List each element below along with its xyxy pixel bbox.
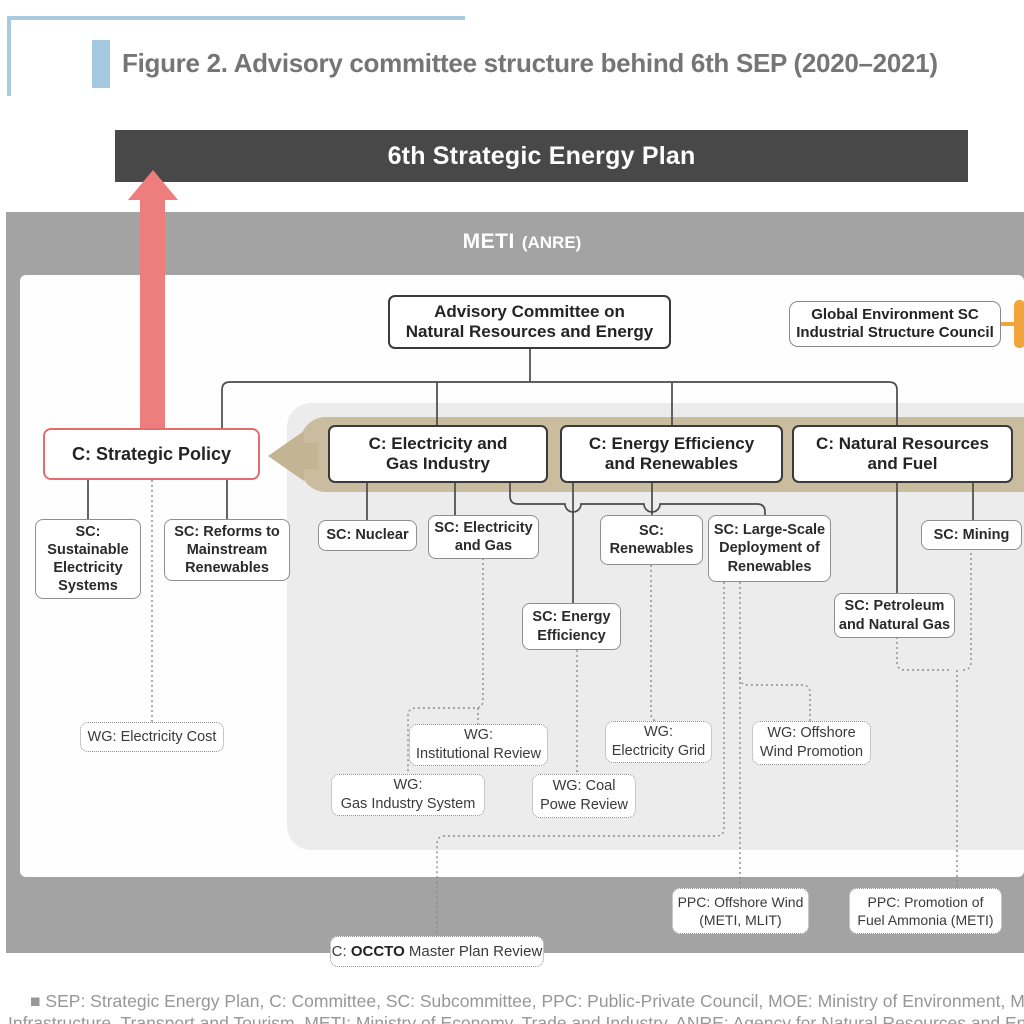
node-wg-gas-industry-system: WG: Gas Industry System (331, 774, 485, 816)
node-sc-large-scale-deployment: SC: Large-Scale Deployment of Renewables (708, 515, 831, 582)
occto-bold: OCCTO (350, 943, 405, 960)
node-sc-sustainable-electricity: SC: Sustainable Electricity Systems (35, 519, 141, 599)
node-global-environment-sc: Global Environment SC Industrial Structu… (789, 301, 1001, 347)
meti-agency: (ANRE) (521, 233, 582, 252)
node-c-strategic-policy: C: Strategic Policy (43, 428, 260, 480)
node-c-electricity-gas-industry: C: Electricity and Gas Industry (328, 425, 548, 483)
occto-prefix: C: (331, 943, 351, 960)
left-arrow-icon (268, 431, 304, 481)
sep-banner: 6th Strategic Energy Plan (115, 130, 968, 182)
node-c-natural-resources-fuel: C: Natural Resources and Fuel (792, 425, 1013, 483)
node-ppc-offshore-wind: PPC: Offshore Wind (METI, MLIT) (672, 888, 809, 934)
node-sc-nuclear: SC: Nuclear (318, 520, 417, 551)
node-wg-institutional-review: WG: Institutional Review (409, 724, 548, 766)
left-arrow-tail (302, 443, 318, 469)
node-wg-coal-power-review: WG: Coal Powe Review (532, 774, 636, 818)
title-accent-bar (92, 40, 110, 88)
node-c-energy-efficiency-renewables: C: Energy Efficiency and Renewables (560, 425, 783, 483)
node-sc-mining: SC: Mining (921, 520, 1022, 550)
legend-line-2: Infrastructure, Transport and Tourism, M… (8, 1013, 1024, 1024)
corner-frame-left (7, 16, 11, 96)
node-sc-reforms-renewables: SC: Reforms to Mainstream Renewables (164, 519, 290, 581)
corner-frame-top (7, 16, 465, 20)
node-sc-renewables: SC: Renewables (600, 515, 703, 565)
up-arrow-icon (128, 170, 178, 200)
node-sc-energy-efficiency: SC: Energy Efficiency (522, 603, 621, 650)
up-arrow-shaft (140, 198, 165, 429)
orange-connector-bar (1014, 300, 1024, 348)
figure-title: Figure 2. Advisory committee structure b… (122, 48, 938, 78)
node-wg-electricity-grid: WG: Electricity Grid (605, 721, 712, 763)
meti-name: METI (462, 230, 515, 253)
occto-suffix: Master Plan Review (404, 943, 543, 960)
orange-connector-line (1000, 322, 1017, 326)
legend-line-1: ■ SEP: Strategic Energy Plan, C: Committ… (30, 991, 1024, 1011)
node-wg-offshore-wind-promotion: WG: Offshore Wind Promotion (752, 721, 871, 765)
node-sc-electricity-gas: SC: Electricity and Gas (428, 515, 539, 559)
node-sc-petroleum-natural-gas: SC: Petroleum and Natural Gas (834, 593, 955, 638)
node-c-occto-master-plan: C: OCCTO Master Plan Review (330, 936, 544, 967)
node-advisory-committee: Advisory Committee on Natural Resources … (388, 295, 671, 349)
sep-banner-label: 6th Strategic Energy Plan (387, 141, 696, 170)
meti-label: METI (ANRE) (20, 230, 1024, 254)
node-wg-electricity-cost: WG: Electricity Cost (80, 722, 224, 752)
node-ppc-fuel-ammonia: PPC: Promotion of Fuel Ammonia (METI) (849, 888, 1002, 934)
